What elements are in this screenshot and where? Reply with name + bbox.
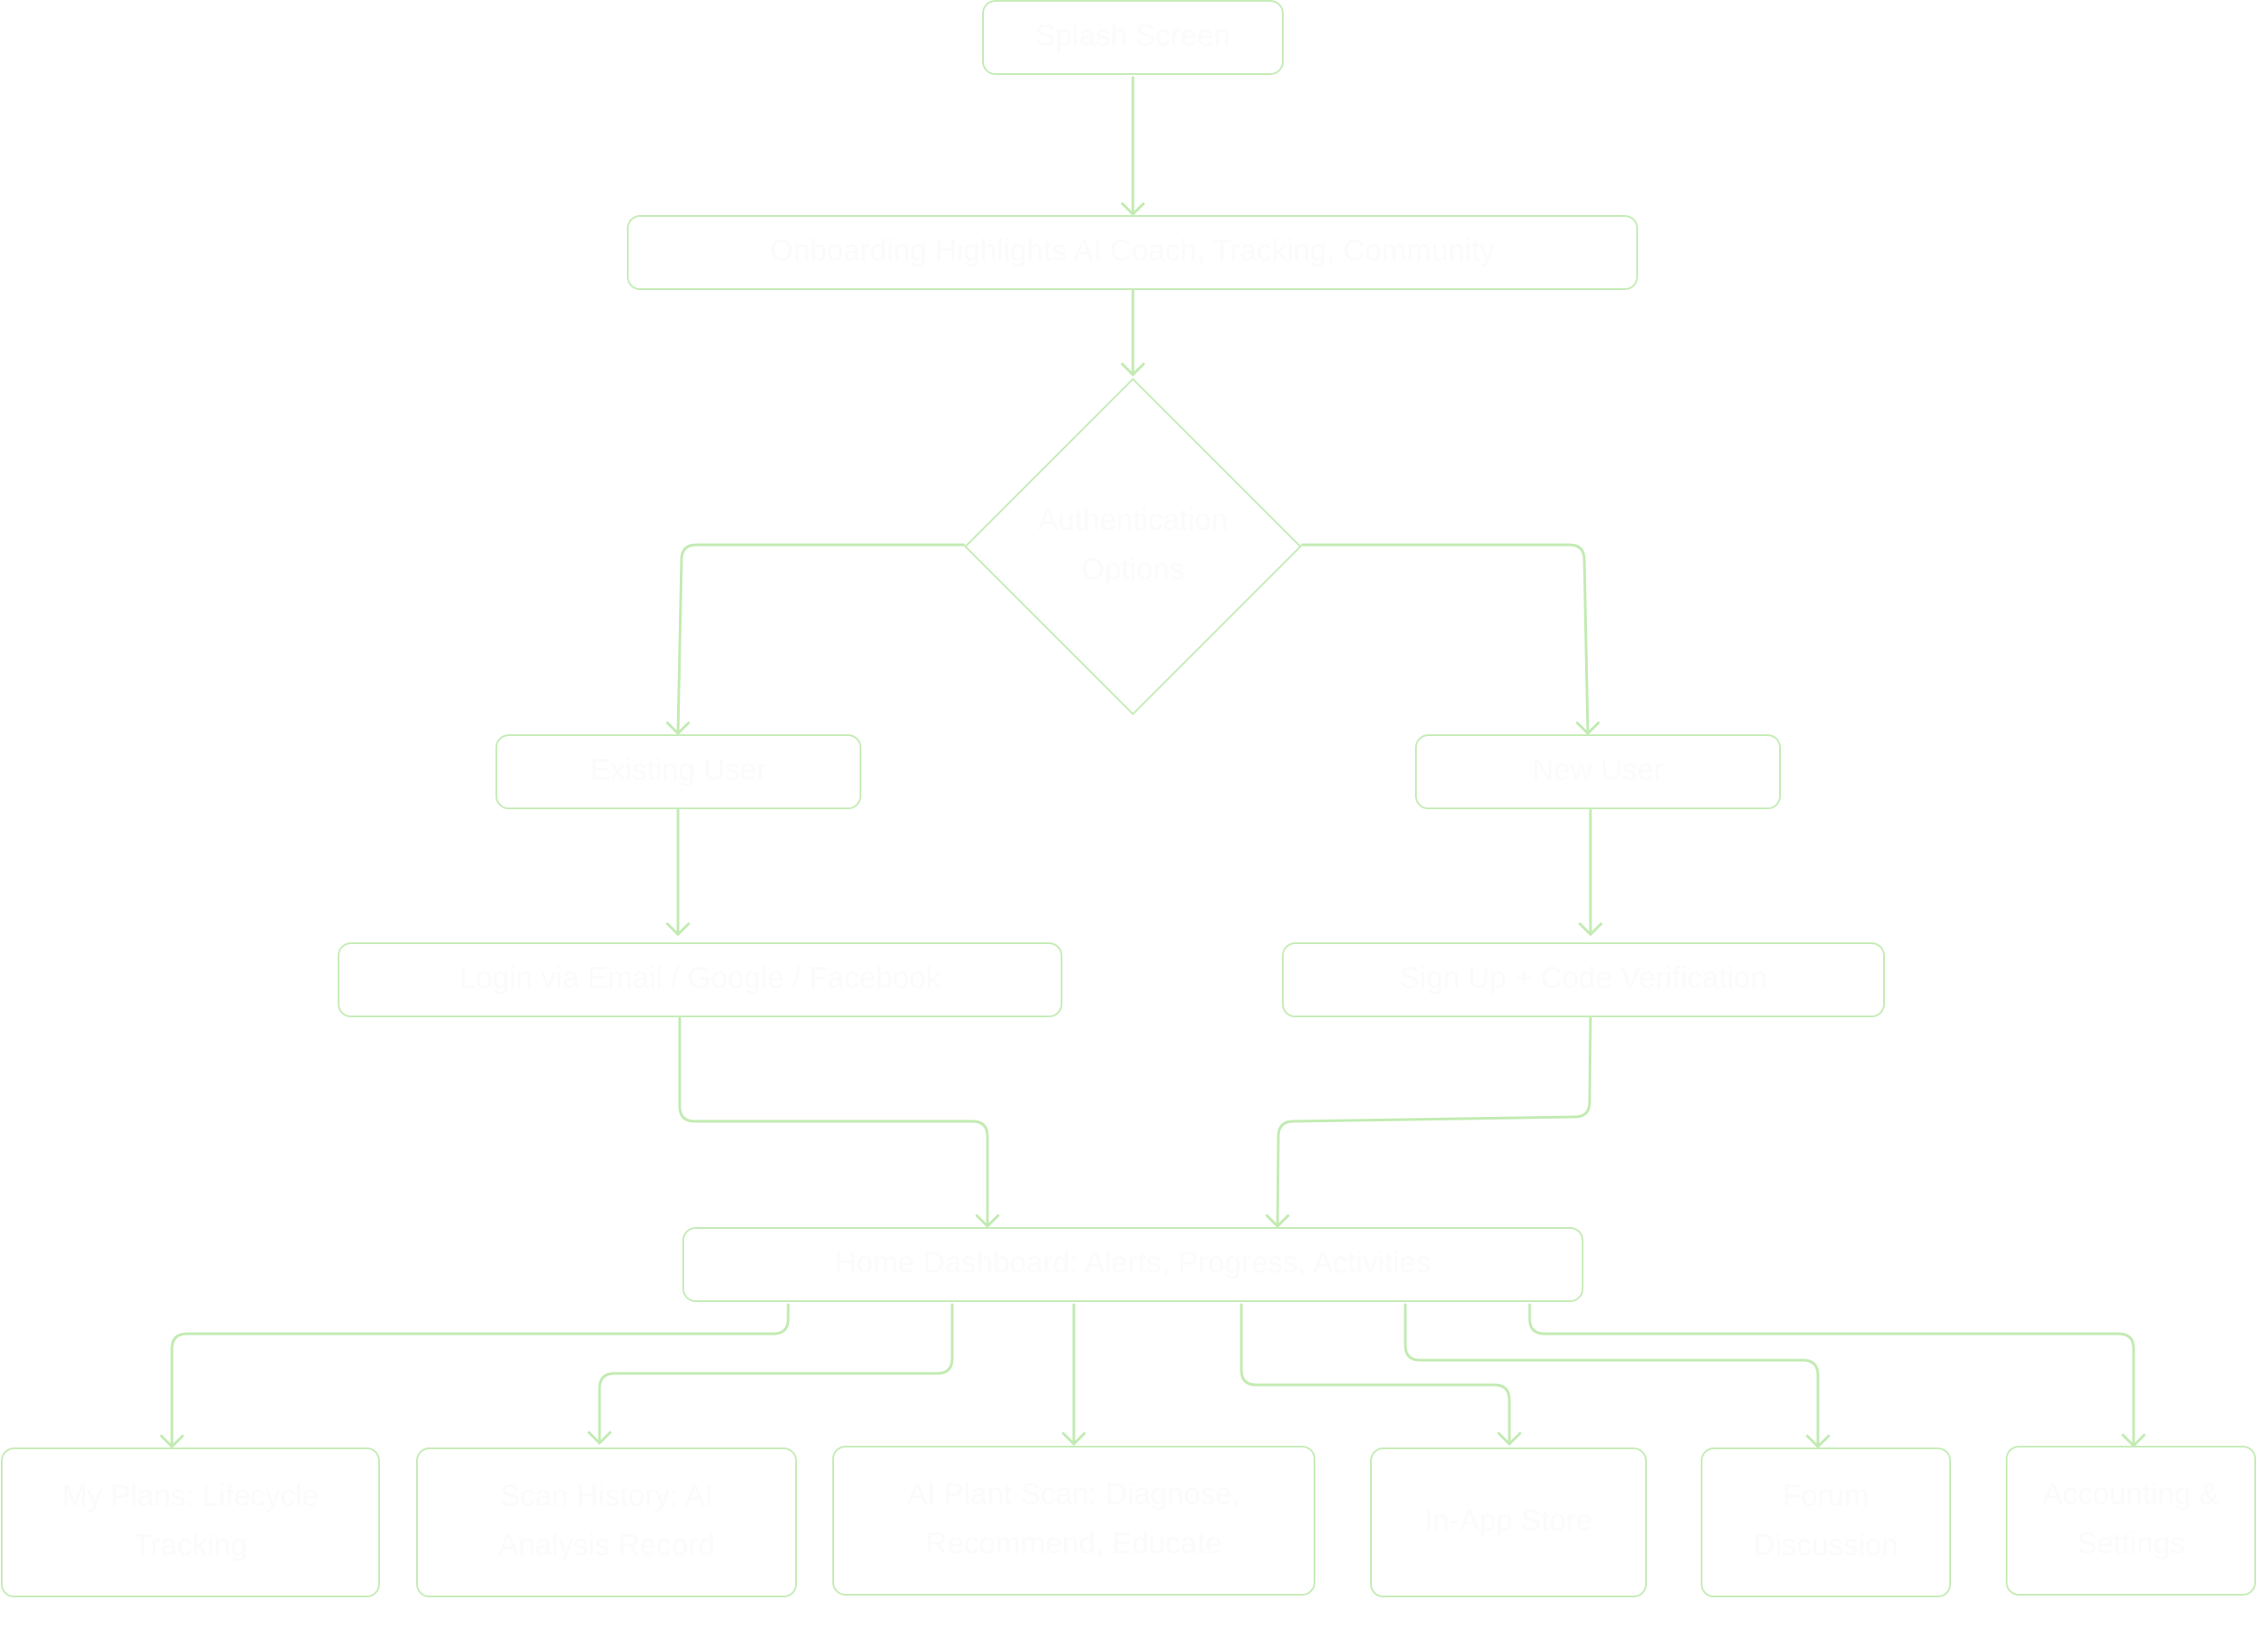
arrow-down-icon [1061,1432,1086,1446]
process-box [1701,1447,1951,1597]
process-box [495,734,861,809]
node-label: Tracking [133,1529,247,1562]
node-label: My Plans: Lifecycle [63,1479,319,1513]
connector-line [1240,1303,1511,1446]
node-scan-history: Scan History: AI Analysis Record [416,1447,797,1597]
edge-onboarding-to-auth [1121,289,1145,376]
node-splash: Splash Screen [982,0,1284,75]
decision-diamond [965,378,1301,715]
node-label: Home Dashboard: Alerts, Progress, Activi… [835,1246,1432,1279]
node-label: AI Plant Scan: Diagnose, [907,1477,1240,1511]
process-box [832,1446,1315,1596]
arrow-down-icon [160,1434,184,1448]
node-label: Splash Screen [1035,19,1230,52]
node-signup: Sign Up + Code Verification [1282,942,1885,1017]
process-box [338,942,1062,1017]
edge-login-to-home [678,1016,1000,1228]
arrow-down-icon [1578,922,1603,936]
connector-line [170,1303,790,1448]
connector-line [676,543,965,735]
node-login: Login via Email / Google / Facebook [338,942,1062,1017]
node-label: New User [1532,753,1664,786]
connector-line [1300,543,1590,735]
arrow-down-icon [1121,202,1145,216]
process-box [2006,1446,2256,1596]
connector-line [598,1303,954,1445]
edge-home-to-scan-history [587,1303,954,1445]
arrow-down-icon [666,922,690,936]
arrow-down-icon [1497,1432,1522,1446]
node-label: Sign Up + Code Verification [1400,961,1768,994]
process-box [982,0,1284,75]
arrow-down-icon [587,1431,612,1445]
node-new-user: New User [1415,734,1781,809]
edge-existing-user-to-login [666,808,690,936]
arrow-down-icon [1806,1434,1830,1448]
node-existing-user: Existing User [495,734,861,809]
process-box [416,1447,797,1597]
node-label: Existing User [590,753,766,786]
node-label: Discussion [1754,1529,1898,1562]
edge-signup-to-home [1265,1016,1592,1228]
node-label: Scan History: AI [500,1479,713,1513]
node-ai-scan: AI Plant Scan: Diagnose, Recommend, Educa… [832,1446,1315,1596]
arrow-down-icon [1575,721,1600,735]
connector-line [1276,1016,1592,1228]
edge-home-to-forum [1404,1303,1830,1448]
node-onboarding: Onboarding Highlights AI Coach, Tracking… [627,215,1638,290]
node-label: Settings [2077,1527,2186,1560]
connector-line [678,1016,989,1228]
node-label: Accounting & [2043,1477,2220,1511]
arrow-down-icon [1265,1214,1290,1228]
node-label: Analysis Record [498,1529,715,1562]
node-label: Authentication [1038,503,1228,537]
edge-home-to-account [1528,1303,2146,1447]
connector-line [1528,1303,2135,1447]
edge-auth-to-existing-user [666,543,965,735]
process-box [682,1227,1583,1302]
process-box [1282,942,1885,1017]
edge-home-to-my-plans [160,1303,790,1448]
edge-new-user-to-signup [1578,808,1603,936]
process-box [627,215,1638,290]
node-label: In-App Store [1425,1504,1593,1537]
edge-home-to-store [1240,1303,1522,1446]
node-label: Onboarding Highlights AI Coach, Tracking… [770,234,1494,267]
edge-splash-to-onboarding [1121,76,1145,216]
node-account: Accounting & Settings [2006,1446,2256,1596]
edges-layer [160,76,2146,1448]
edge-auth-to-new-user [1300,543,1600,735]
arrow-down-icon [975,1214,1000,1228]
arrow-down-icon [666,721,690,735]
process-box [1370,1447,1647,1597]
node-label: Recommend, Educate [926,1527,1222,1560]
node-store: In-App Store [1370,1447,1647,1597]
node-label: Forum [1783,1479,1869,1513]
connector-line [1404,1303,1820,1448]
process-box [1,1447,380,1597]
node-label: Options [1081,553,1184,586]
edge-home-to-ai-scan [1061,1303,1086,1446]
process-box [1415,734,1781,809]
node-label: Login via Email / Google / Facebook [459,961,942,994]
node-home: Home Dashboard: Alerts, Progress, Activi… [682,1227,1583,1302]
arrow-down-icon [1121,362,1145,376]
